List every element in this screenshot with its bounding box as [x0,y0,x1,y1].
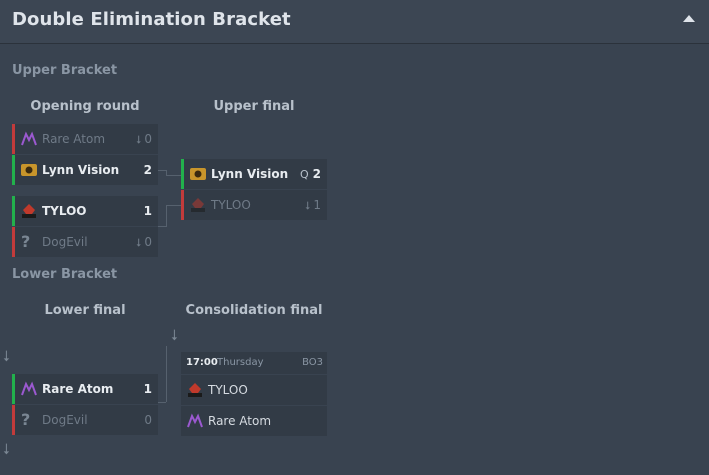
drop-down-arrow-icon: ⭣ [3,440,11,458]
col-lower-final: Lower final [44,303,126,318]
loss-arrow-icon: ⭣ [136,133,142,146]
drop-down-arrow-icon: ⭣ [171,326,179,344]
team-score: 0 [144,413,152,427]
unknown-team-icon: ? [21,410,31,429]
team-row[interactable]: ? DogEvil 0 [12,405,158,435]
team-score: ⭣1 [305,198,321,213]
tyloo-logo-icon [188,383,202,397]
team-name: Rare Atom [42,382,114,396]
team-name: Rare Atom [42,132,106,146]
rare-atom-logo-icon [21,381,37,396]
team-name: Rare Atom [208,414,272,428]
bracket-connector [166,346,182,402]
score-value: 0 [144,235,152,249]
team-name: Lynn Vision [211,167,289,181]
team-row[interactable]: Rare Atom ⭣0 [12,124,158,154]
drop-down-arrow-icon: ⭣ [3,347,11,365]
bracket-connector [158,402,166,403]
lower-final-match[interactable]: Rare Atom 1 ? DogEvil 0 [12,374,158,436]
page-title: Double Elimination Bracket [12,9,291,30]
match-header: 17:00 Thursday BO3 [181,352,327,374]
upper-match-2[interactable]: TYLOO 1 ? DogEvil ⭣0 [12,196,158,258]
lower-bracket-label: Lower Bracket [12,267,118,282]
team-row[interactable]: Rare Atom 1 [12,374,158,404]
match-day: Thursday [217,357,264,368]
team-score: 2 [143,163,152,177]
match-time: 17:00 [186,357,218,368]
match-format: BO3 [302,357,323,368]
col-opening-round: Opening round [30,99,140,114]
team-name: TYLOO [42,204,87,218]
team-score: ⭣0 [136,235,152,250]
bracket-connector [166,170,182,176]
upper-bracket-label: Upper Bracket [12,63,118,78]
bracket-connector [158,170,166,171]
bracket-connector [158,226,166,227]
page-header: Double Elimination Bracket [0,0,709,44]
team-name: DogEvil [42,235,88,249]
team-row[interactable]: Rare Atom [181,406,327,436]
team-row[interactable]: TYLOO 1 [12,196,158,226]
tyloo-logo-icon [191,198,205,212]
team-row[interactable]: ? DogEvil ⭣0 [12,227,158,257]
score-value: 0 [144,132,152,146]
score-value: 2 [312,167,321,181]
lynn-vision-logo-icon [190,168,206,180]
team-row[interactable]: Lynn Vision 2 [12,155,158,185]
upper-match-1[interactable]: Rare Atom ⭣0 Lynn Vision 2 [12,124,158,186]
bracket-connector [166,205,182,227]
rare-atom-logo-icon [187,413,203,428]
consolidation-final-match[interactable]: 17:00 Thursday BO3 TYLOO Rare Atom [181,352,327,437]
col-consolidation-final: Consolidation final [185,303,323,318]
tyloo-logo-icon [22,204,36,218]
team-row[interactable]: TYLOO ⭣1 [181,190,327,220]
team-score: 1 [143,382,152,396]
team-row[interactable]: TYLOO [181,375,327,405]
team-name: DogEvil [42,413,88,427]
rare-atom-logo-icon [21,131,37,146]
loss-arrow-icon: ⭣ [305,199,311,212]
team-score: 1 [143,204,152,218]
team-name: TYLOO [211,198,251,212]
col-upper-final: Upper final [213,99,295,114]
score-value: 1 [313,198,321,212]
team-score: ⭣0 [136,132,152,147]
lynn-vision-logo-icon [21,164,37,176]
loss-arrow-icon: ⭣ [136,236,142,249]
team-name: TYLOO [208,383,248,397]
team-name: Lynn Vision [42,163,120,177]
collapse-up-icon[interactable] [683,15,695,22]
qualified-icon: Q [299,168,309,181]
unknown-team-icon: ? [21,232,31,251]
